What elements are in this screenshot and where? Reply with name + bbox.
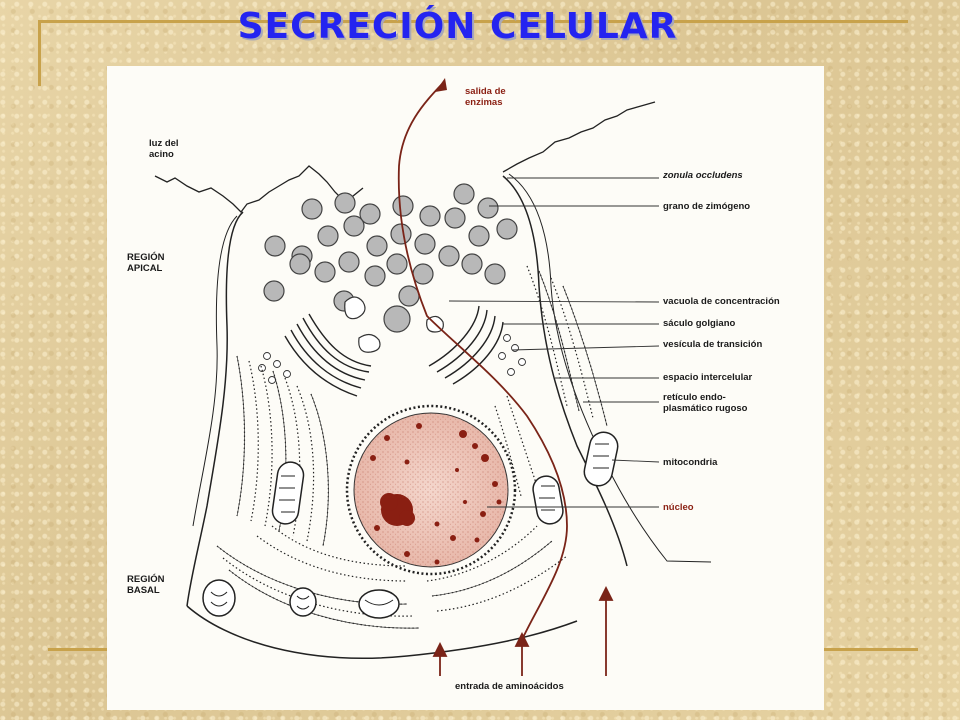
golgi-right (428, 305, 504, 385)
lumen-surface-left (154, 165, 364, 213)
cell-membrane-left-outer (192, 215, 238, 527)
nucleus (345, 404, 517, 576)
chromatin (370, 423, 502, 565)
label-zonula: zonula occludens (663, 170, 743, 181)
frame-top-line (38, 20, 908, 23)
zymogen-granules (263, 183, 518, 333)
label-exit: salida de enzimas (465, 86, 506, 108)
label-saculo: sáculo golgiano (663, 318, 736, 329)
secretion-path (397, 83, 568, 647)
mitochondria-cristae (210, 443, 609, 610)
label-reticulo-1: retículo endo- (663, 392, 726, 403)
label-espacio: espacio intercelular (663, 372, 753, 383)
label-vacuola: vacuola de concentración (663, 296, 780, 307)
label-reticulo-2: plasmático rugoso (663, 403, 748, 414)
exit-arrowhead (435, 78, 447, 92)
golgi-left (284, 313, 372, 397)
label-mitocondria: mitocondria (663, 457, 718, 468)
cell-membrane-right (502, 175, 628, 567)
cell-base (186, 605, 578, 659)
label-region-basal: REGIÓN BASAL (127, 574, 165, 596)
cell-secretion-diagram: luz del acino salida de enzimas REGIÓN A… (107, 66, 824, 710)
condensing-vacuoles (344, 296, 444, 353)
label-nucleo: núcleo (663, 502, 694, 513)
label-grano: grano de zimógeno (663, 201, 751, 212)
mitochondria (202, 431, 619, 619)
leader-lines (448, 177, 660, 508)
cell-drawing (154, 78, 712, 676)
cell-membrane-right-outer (508, 173, 712, 563)
label-region-apical: REGIÓN APICAL (127, 252, 165, 274)
label-entry: entrada de aminoácidos (455, 681, 564, 692)
label-vesicula: vesícula de transición (663, 339, 763, 350)
label-lumen: luz del acino (149, 138, 179, 160)
lumen-surface-right (502, 101, 656, 173)
slide-title: SECRECIÓN CELULAR (237, 6, 678, 47)
cell-membrane-left (186, 211, 244, 607)
entry-arrows (432, 585, 614, 676)
transition-vesicles (258, 334, 526, 384)
frame-left-line (38, 20, 41, 86)
